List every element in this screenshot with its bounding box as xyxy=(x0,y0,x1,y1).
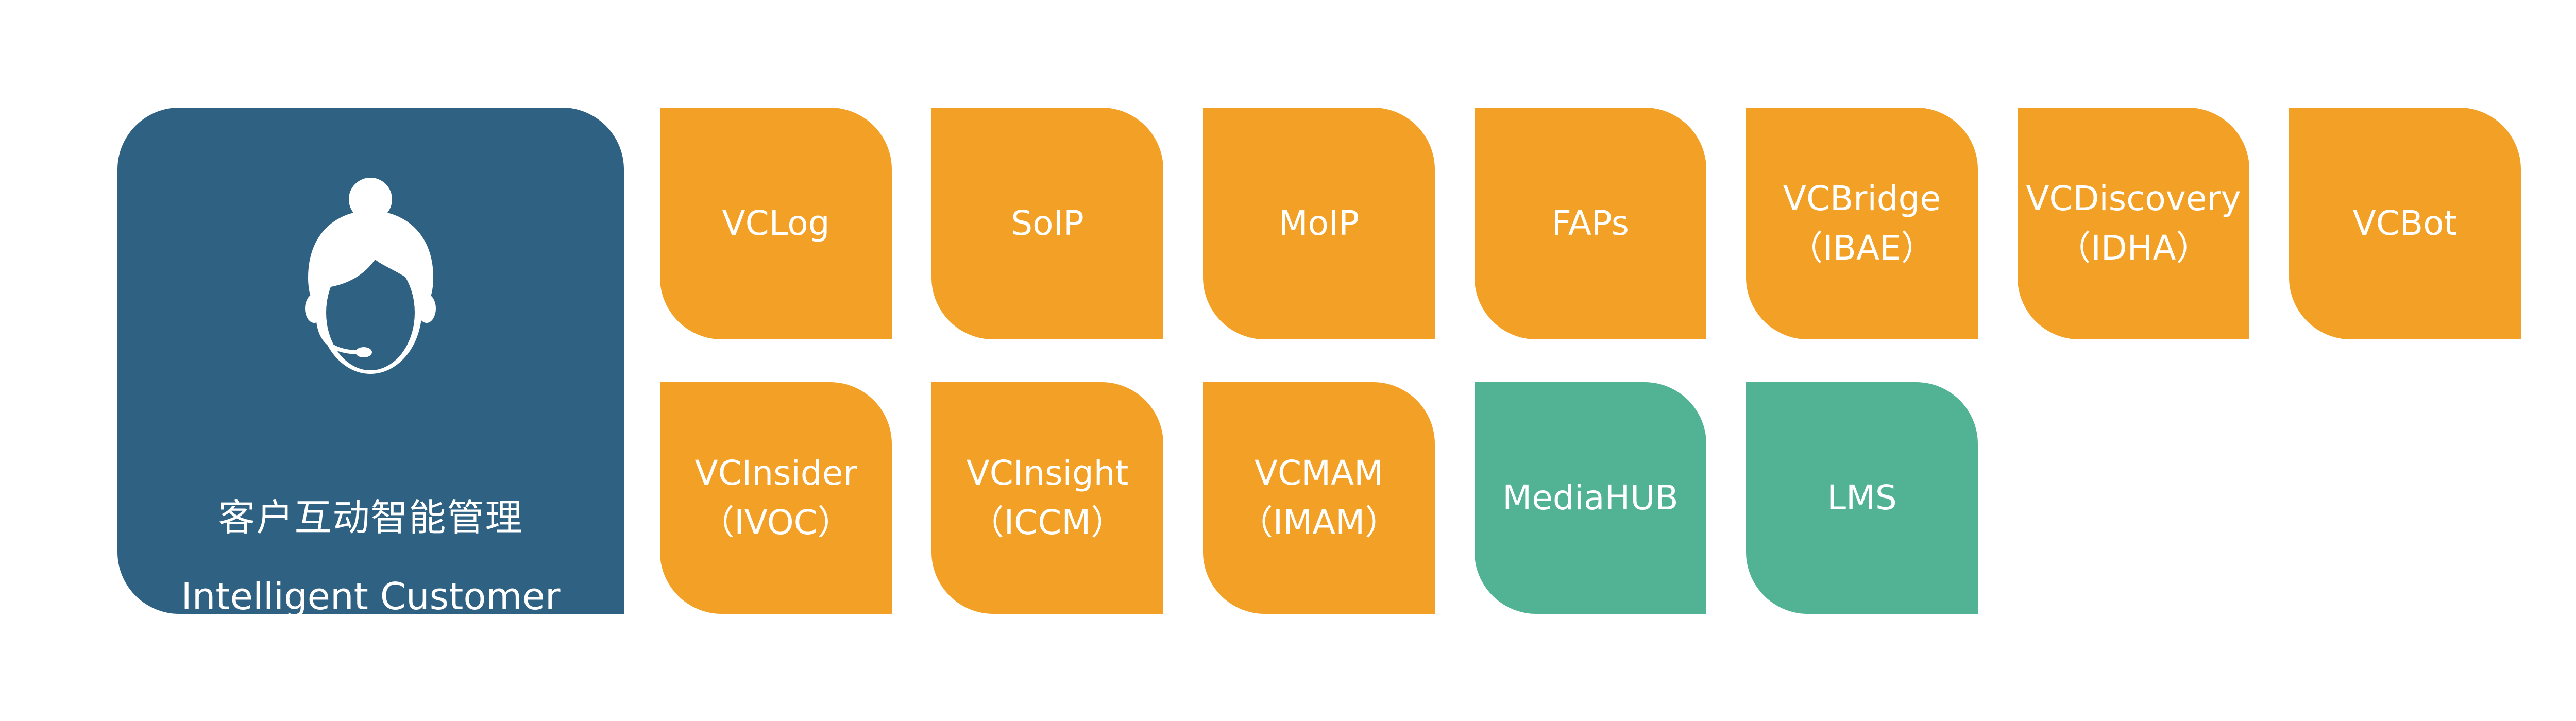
customer-service-agent-icon xyxy=(305,178,436,374)
tile-faps[interactable]: FAPs xyxy=(1475,108,1706,339)
tile-vcmam[interactable]: VCMAM （IMAM） xyxy=(1203,382,1435,614)
tile-sublabel: （IDHA） xyxy=(2057,228,2210,268)
tile-vcbridge[interactable]: VCBridge （IBAE） xyxy=(1746,108,1978,339)
tile-vcinsight[interactable]: VCInsight （ICCM） xyxy=(931,382,1163,614)
main-title-en: Intelligent Customer Interaction Managem… xyxy=(117,569,624,680)
tile-label: FAPs xyxy=(1551,203,1630,243)
main-title-en-line1: Intelligent Customer xyxy=(181,575,561,618)
tile-label: VCInsider xyxy=(694,453,857,493)
tile-label: MoIP xyxy=(1278,203,1360,243)
tile-label: VCBridge xyxy=(1783,179,1941,218)
tile-label: VCDiscovery xyxy=(2026,179,2241,218)
tile-vcdiscovery[interactable]: VCDiscovery （IDHA） xyxy=(2018,108,2249,339)
tile-vcinsider[interactable]: VCInsider （IVOC） xyxy=(660,382,892,614)
main-title-cn: 客户互动智能管理 xyxy=(218,496,523,539)
tile-vcbot[interactable]: VCBot xyxy=(2289,108,2521,339)
tile-sublabel: （IBAE） xyxy=(1789,228,1935,268)
tile-label: LMS xyxy=(1827,478,1897,518)
tile-sublabel: （IVOC） xyxy=(700,503,852,542)
tile-sublabel: （IMAM） xyxy=(1239,503,1399,542)
tile-label: VCBot xyxy=(2352,203,2458,243)
tile-lms[interactable]: LMS xyxy=(1746,382,1978,614)
tile-moip[interactable]: MoIP xyxy=(1203,108,1435,339)
tile-sublabel: （ICCM） xyxy=(970,503,1125,542)
tile-mediahub[interactable]: MediaHUB xyxy=(1475,382,1706,614)
main-title-en-line2: Interaction Management xyxy=(142,630,600,674)
tile-vclog[interactable]: VCLog xyxy=(660,108,892,339)
main-tile-customer-interaction: 客户互动智能管理 Intelligent Customer Interactio… xyxy=(117,108,624,674)
tile-label: SoIP xyxy=(1011,203,1084,243)
tile-label: VCInsight xyxy=(966,453,1129,493)
tile-label: VCLog xyxy=(722,203,830,243)
tile-soip[interactable]: SoIP xyxy=(931,108,1163,339)
tile-label: MediaHUB xyxy=(1502,478,1679,518)
tile-label: VCMAM xyxy=(1254,453,1384,493)
